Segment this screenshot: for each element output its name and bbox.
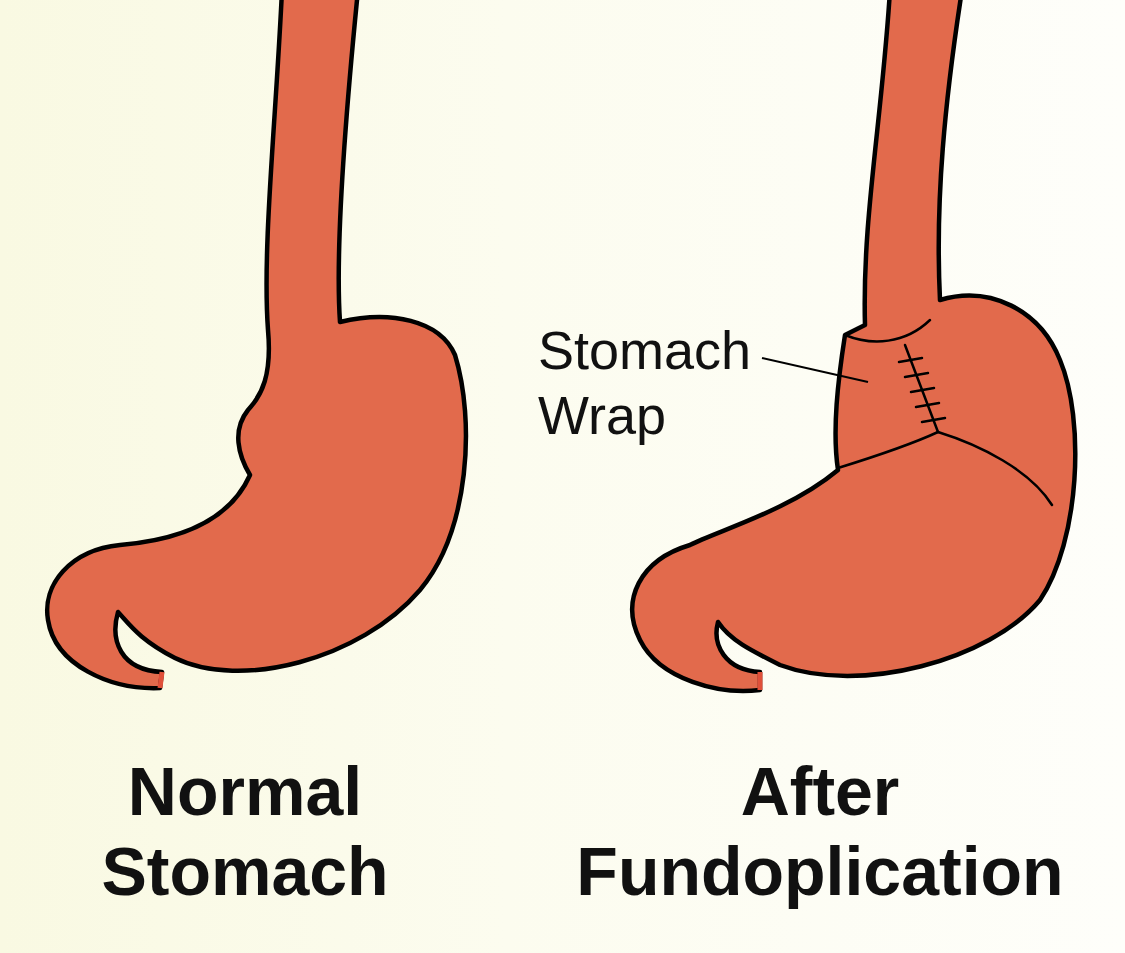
- callout-label: Stomach Wrap: [538, 318, 778, 448]
- stitches: [899, 358, 945, 422]
- normal-stomach: [47, 0, 466, 688]
- panel-caption: Normal Stomach: [90, 751, 400, 911]
- wrap-bottom-edge: [838, 432, 938, 468]
- duodenum-end: [758, 672, 763, 690]
- leader-line: [762, 358, 868, 382]
- wrap-top-edge: [845, 320, 930, 341]
- duodenum-end: [160, 672, 162, 688]
- fundus-fold: [938, 432, 1052, 505]
- wrap-details: [838, 320, 1052, 505]
- panel-caption: After Fundoplication: [555, 751, 1085, 911]
